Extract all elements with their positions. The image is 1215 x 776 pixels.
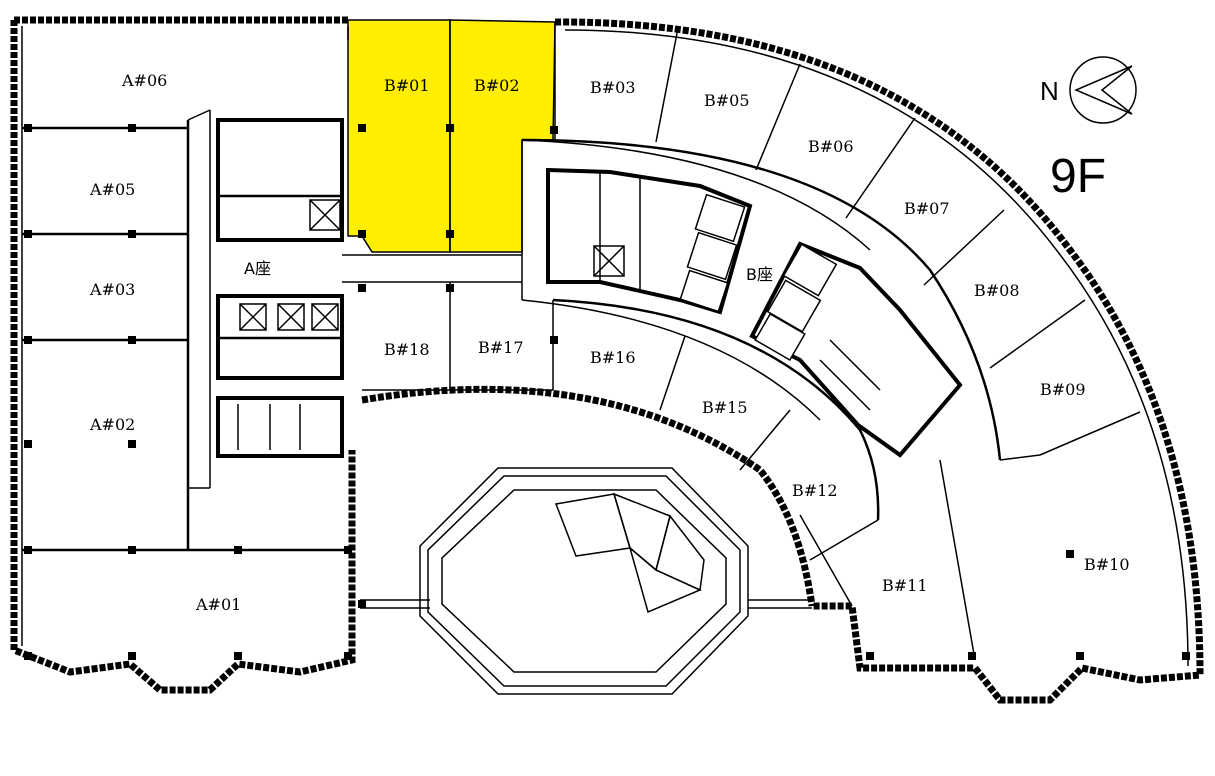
unit-label-a02: A#02 bbox=[89, 415, 135, 434]
courtyard-octagon bbox=[419, 467, 749, 695]
zone-label-b: B座 bbox=[746, 265, 773, 284]
exterior-wall-a-inner bbox=[21, 26, 349, 646]
unit-label-b15: B#15 bbox=[702, 398, 748, 417]
unit-label-b18: B#18 bbox=[384, 340, 430, 359]
zone-label-a: A座 bbox=[244, 259, 271, 278]
columns bbox=[24, 124, 1190, 660]
unit-label-b02: B#02 bbox=[474, 76, 520, 95]
unit-label-b12: B#12 bbox=[792, 481, 838, 500]
radial-partitions bbox=[554, 22, 1141, 661]
unit-label-b11: B#11 bbox=[882, 576, 928, 595]
unit-label-a01: A#01 bbox=[195, 595, 241, 614]
unit-label-b17: B#17 bbox=[478, 338, 524, 357]
building-b-straight-partitions bbox=[362, 20, 871, 421]
bottom-link bbox=[360, 599, 812, 609]
exterior-wall-a bbox=[10, 16, 356, 694]
unit-label-b05: B#05 bbox=[704, 91, 750, 110]
exterior-wall-b-inner bbox=[564, 29, 1189, 667]
unit-label-a03: A#03 bbox=[89, 280, 135, 299]
core-b1 bbox=[546, 167, 753, 315]
unit-label-b09: B#09 bbox=[1040, 380, 1086, 399]
north-arrow bbox=[1069, 56, 1137, 124]
building-a-partitions bbox=[22, 109, 348, 552]
unit-label-b03: B#03 bbox=[590, 78, 636, 97]
unit-label-b10: B#10 bbox=[1084, 555, 1130, 574]
core-a bbox=[216, 118, 522, 458]
core-b2 bbox=[749, 241, 963, 458]
floor-label: 9F bbox=[1050, 150, 1106, 203]
unit-label-b01: B#01 bbox=[384, 76, 430, 95]
north-label: N bbox=[1040, 76, 1059, 106]
unit-label-a05: A#05 bbox=[89, 180, 135, 199]
exterior-wall-b-curve bbox=[554, 18, 1204, 704]
unit-label-a06: A#06 bbox=[121, 71, 167, 90]
courtyard-curve bbox=[361, 385, 816, 607]
unit-label-b16: B#16 bbox=[590, 348, 636, 367]
unit-b01-highlight[interactable] bbox=[347, 19, 451, 253]
unit-label-b08: B#08 bbox=[974, 281, 1020, 300]
unit-label-b06: B#06 bbox=[808, 137, 854, 156]
unit-label-b07: B#07 bbox=[904, 199, 950, 218]
unit-b02-highlight[interactable] bbox=[449, 19, 556, 253]
